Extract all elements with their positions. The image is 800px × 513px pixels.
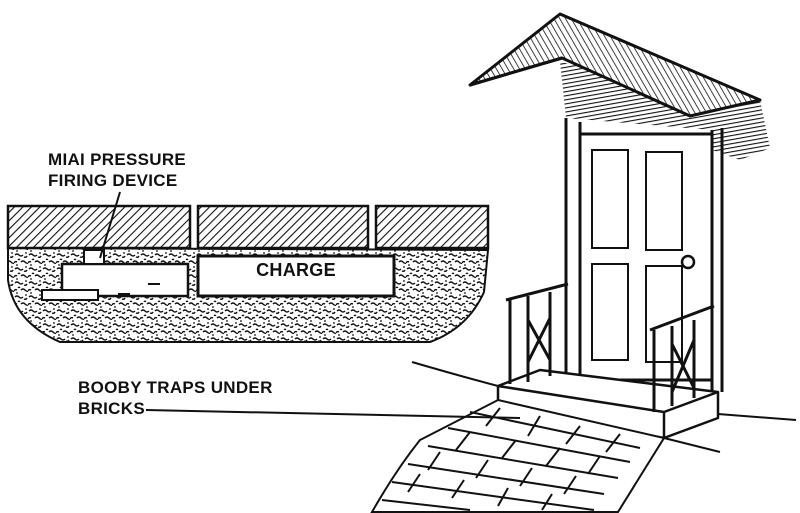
brick-left <box>8 206 190 248</box>
firing-device-label-line-1: MIAI PRESSURE <box>48 150 186 169</box>
booby-traps-label-line-1: BOOBY TRAPS UNDER <box>78 378 273 397</box>
charge-label: CHARGE <box>198 261 394 280</box>
bricks-leader-line <box>146 410 520 418</box>
door-knob <box>682 256 694 268</box>
brick-middle <box>198 206 368 248</box>
booby-traps-label-line-2: BRICKS <box>78 399 145 418</box>
left-railing <box>506 284 568 384</box>
brick-right <box>376 206 488 248</box>
firing-device-base <box>42 290 98 300</box>
firing-device-label-line-2: FIRING DEVICE <box>48 171 178 190</box>
